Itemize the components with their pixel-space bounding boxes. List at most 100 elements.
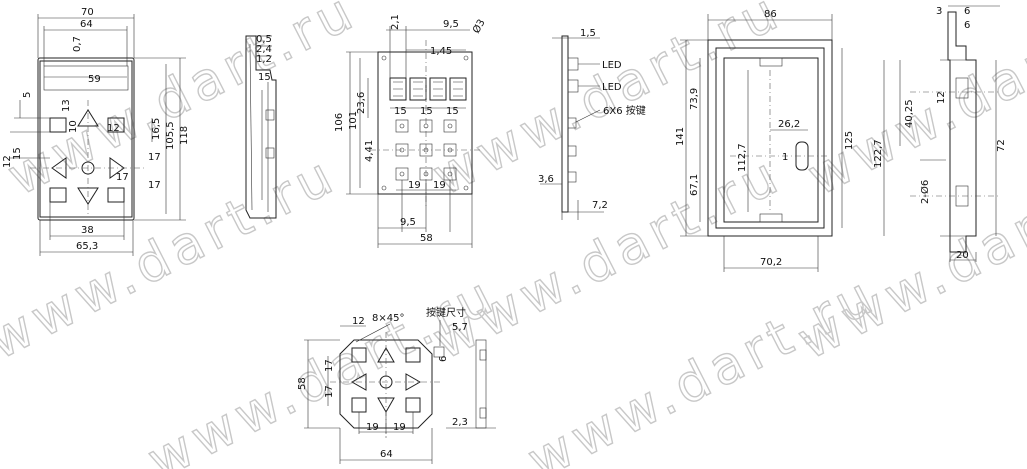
dim-label: 101 <box>348 111 359 130</box>
dim-label: 105,5 <box>165 121 176 150</box>
dim-label: 7,2 <box>592 200 608 211</box>
dim-label: 19 <box>408 180 421 191</box>
enclosure-side-view: 3 6 6 122,7 40,25 12 72 2-Ø6 20 <box>873 5 1007 262</box>
dim-label: 5,7 <box>452 322 468 333</box>
key-size-callout <box>433 346 445 358</box>
mounting-hole <box>381 185 387 191</box>
dim-label: 141 <box>675 127 686 146</box>
dim-label: 10 <box>68 120 79 133</box>
dim-label: 40,25 <box>904 99 915 128</box>
dim-label: 72 <box>996 139 1007 152</box>
dim-label: 1,5 <box>580 28 596 39</box>
keypad-key <box>351 397 367 413</box>
dim-label: 1,45 <box>430 46 452 57</box>
front-window <box>43 65 129 91</box>
dim-label: 17 <box>116 172 129 183</box>
dim-label: 12 <box>2 155 13 168</box>
dim-label: 9,5 <box>400 217 416 228</box>
note-label: LED <box>602 82 622 93</box>
pcb-side-view: 1,5 LED LED 6X6 按键 3,6 7,2 <box>538 28 646 220</box>
keypad-key-right-arrow <box>405 373 422 391</box>
dim-label: 12 <box>107 123 120 134</box>
switch-body <box>567 171 577 183</box>
seven-segment-digit <box>429 77 447 101</box>
dim-label: 86 <box>764 9 777 20</box>
front-view: 70 64 0,7 59 118 105,5 16,5 12 5 13 10 1… <box>2 7 190 256</box>
dim-label: 2,3 <box>452 417 468 428</box>
dim-label: 20 <box>956 250 969 261</box>
note-label: 8×45° <box>372 313 404 324</box>
dim-label: 4,41 <box>364 140 375 162</box>
front-key <box>107 117 125 133</box>
dim-label: 15 <box>420 106 433 117</box>
dim-label: 64 <box>380 449 393 460</box>
front-key <box>49 187 67 203</box>
enclosure-clip <box>759 213 783 223</box>
dim-label: 118 <box>179 126 190 145</box>
note-label: 6X6 按键 <box>603 104 646 117</box>
dim-label: 5 <box>22 92 33 98</box>
dim-label: 6 <box>438 356 449 362</box>
dim-label: 17 <box>324 385 335 398</box>
dim-label: 23,6 <box>356 92 367 114</box>
seven-segment-digit <box>449 77 467 101</box>
dim-label: 122,7 <box>873 139 884 168</box>
dim-label: 2,4 <box>256 44 272 55</box>
dim-label: 17 <box>148 180 161 191</box>
led-body <box>567 57 579 71</box>
enclosure-view: 86 141 73,9 67,1 112,7 26,2 1 125 70,2 <box>675 9 855 272</box>
switch-body <box>567 117 577 129</box>
front-inner-outline <box>39 60 133 218</box>
note-label: 按键尺寸 <box>426 306 466 319</box>
dim-label: 0,7 <box>72 36 83 52</box>
dim-label: 38 <box>81 225 94 236</box>
enclosure-outer <box>707 39 833 237</box>
dim-label: 6 <box>964 20 970 31</box>
seven-segment-digit <box>389 77 407 101</box>
dim-label: 58 <box>297 377 308 390</box>
dim-label: 70,2 <box>760 257 782 268</box>
dim-label: 73,9 <box>689 88 700 110</box>
dim-label: 15 <box>12 147 23 160</box>
dim-label: 3,6 <box>538 174 554 185</box>
pcb-outline <box>377 51 473 195</box>
pcb-display-row <box>389 77 467 101</box>
dim-label: 65,3 <box>76 241 98 252</box>
keypad-key <box>405 397 421 413</box>
dim-label: 15 <box>258 72 271 83</box>
dim-label: 1,2 <box>256 54 272 65</box>
dim-label: 3 <box>936 6 942 17</box>
side-profile-outline <box>245 35 277 219</box>
dim-label: 59 <box>88 74 101 85</box>
dim-label: 58 <box>420 233 433 244</box>
dim-label: 1 <box>782 152 788 163</box>
dim-label: 15 <box>394 106 407 117</box>
switch-body <box>567 145 577 157</box>
dim-label: 64 <box>80 19 93 30</box>
front-key <box>107 187 125 203</box>
dim-label: 19 <box>366 422 379 433</box>
front-outer-outline <box>37 57 135 221</box>
mounting-hole <box>381 55 387 61</box>
keypad-key <box>351 347 367 363</box>
dim-label: 15 <box>446 106 459 117</box>
keypad-outline <box>339 339 433 429</box>
enclosure-flange <box>715 47 825 229</box>
enclosure-side-clip <box>955 77 969 99</box>
dim-label: 9,5 <box>443 19 459 30</box>
pcb-view: 2,1 9,5 Ø3 1,45 106 101 23,6 4,41 15 15 … <box>334 14 488 248</box>
keypad-key <box>405 347 421 363</box>
enclosure-clip <box>759 57 783 67</box>
dim-label: 17 <box>324 359 335 372</box>
dim-label: 13 <box>61 99 72 112</box>
dim-label: 67,1 <box>689 174 700 196</box>
side-view: 0,5 2,4 1,2 15 <box>245 34 277 219</box>
dim-label: 26,2 <box>778 119 800 130</box>
dim-label: 12 <box>936 91 947 104</box>
note-label: LED <box>602 60 622 71</box>
mounting-hole <box>463 185 469 191</box>
dim-label: 70 <box>81 7 94 18</box>
dim-label: 106 <box>334 113 345 132</box>
dim-label: 17 <box>148 152 161 163</box>
